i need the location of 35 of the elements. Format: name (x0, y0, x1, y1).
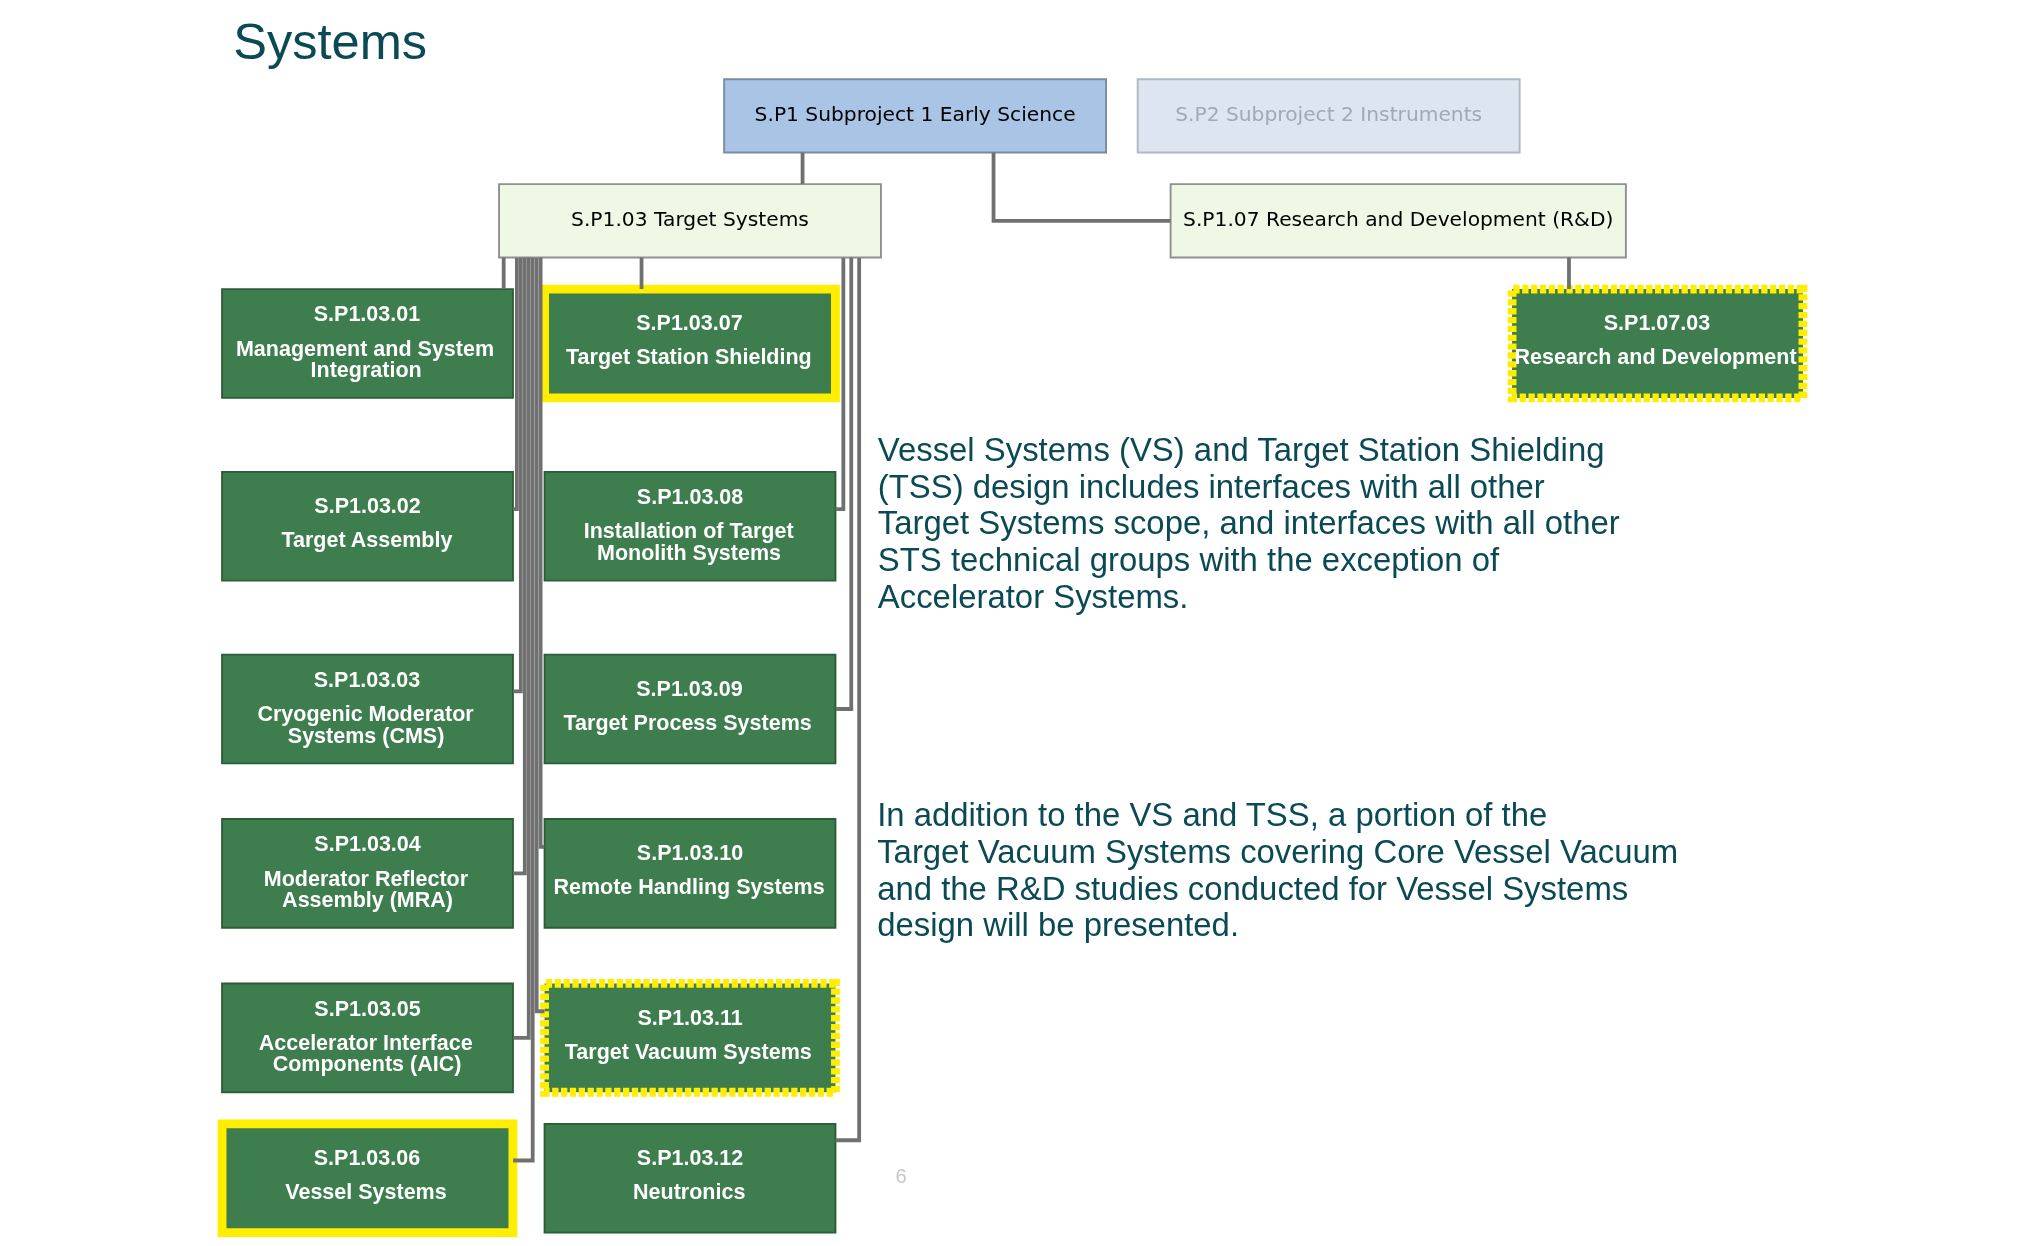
node-box: S.P1.03.01 Management and System Integration (221, 288, 514, 399)
connector (513, 257, 519, 512)
diagram-title: Systems (233, 12, 428, 70)
connector (513, 257, 535, 1163)
node-box: S.P1.03.12 Neutronics (543, 1122, 837, 1234)
node-box: S.P1 Subproject 1 Early Science (723, 78, 1108, 154)
connector (835, 258, 862, 1143)
connector (1567, 257, 1571, 290)
node-box: S.P1.03.05 Accelerator Interface Components (AIC) (221, 982, 514, 1094)
node-box: S.P1.07 Research and Development (R&D) (1169, 183, 1627, 259)
connector (800, 152, 805, 184)
connector (513, 257, 527, 876)
node-box: S.P1.03.03 Cryogenic Moderator Systems (CMS) (221, 653, 514, 765)
connector (835, 257, 854, 711)
connector (513, 257, 523, 694)
connector (639, 257, 644, 290)
label: Vessel Systems (VS) and Target Station Shielding (TSS) design includes interfaces with all other Target Systems scope, and interfaces with all other STS technical groups with the exception of Accelerator Systems. (877, 430, 1620, 615)
node-box: S.P1.03.08 Installation of Target Monolith Systems (543, 470, 837, 582)
connector (538, 257, 546, 849)
connector (534, 257, 545, 1014)
node-box: S.P1.03 Target Systems (498, 183, 882, 259)
node-box: S.P1.03.09 Target Process Systems (543, 653, 837, 765)
node-box: S.P1.03.07 Target Station Shielding (540, 284, 840, 403)
connector (835, 257, 846, 512)
connector (991, 152, 1171, 223)
node-box: S.P1.03.06 Vessel Systems (217, 1119, 518, 1237)
node-box: S.P1.07.03 Research and Development (1507, 284, 1808, 403)
connector (513, 257, 531, 1040)
node-box: S.P1.03.11 Target Vacuum Systems (540, 979, 840, 1097)
label: In addition to the VS and TSS, a portion of the Target Vacuum Systems covering Core Vessel Vacuum and the R&D studies conducted for Vessel Systems design will be presented. (877, 796, 1679, 944)
connector (501, 257, 506, 290)
node-box: S.P1.03.02 Target Assembly (221, 470, 514, 582)
node-box: S.P1.03.04 Moderator Reflector Assembly (MRA) (221, 818, 514, 929)
node-box: S.P1.03.10 Remote Handling Systems (543, 818, 837, 929)
node-box: S.P2 Subproject 2 Instruments (1136, 78, 1521, 154)
